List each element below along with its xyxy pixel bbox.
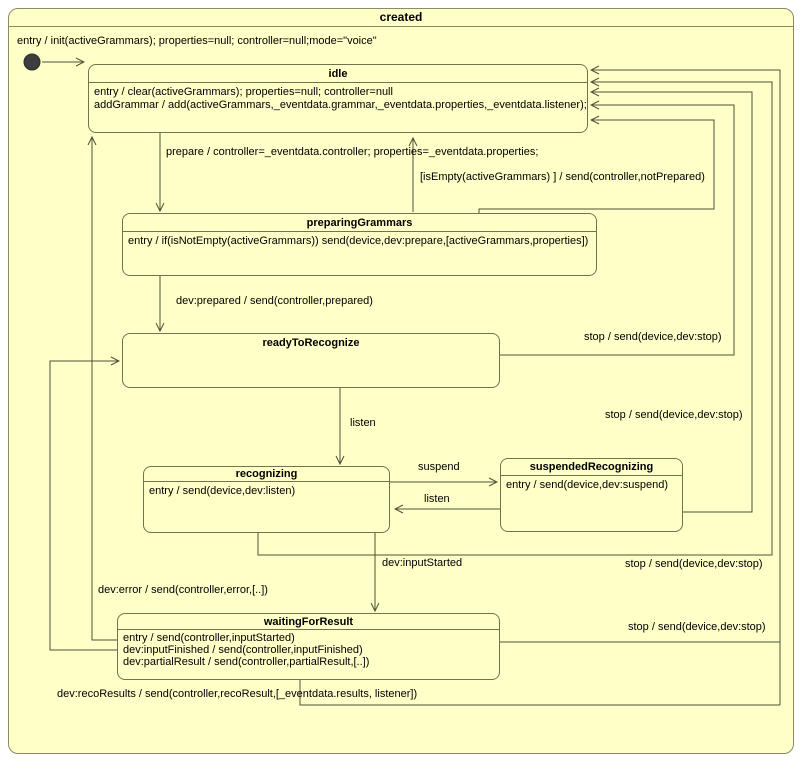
state-ready-to-recognize[interactable]: readyToRecognize [122, 333, 500, 388]
label-dev-error: dev:error / send(controller,error,[..]) [98, 584, 268, 596]
label-listen-resume: listen [424, 493, 450, 505]
state-idle[interactable]: idle entry / clear(activeGrammars); prop… [88, 64, 588, 133]
state-preparing-grammars-action-line: entry / if(isNotEmpty(activeGrammars)) s… [128, 235, 589, 247]
label-stop-suspended: stop / send(device,dev:stop) [605, 409, 743, 421]
initial-state-marker [23, 53, 41, 71]
transition-stop-ready [500, 105, 735, 356]
state-recognizing[interactable]: recognizing entry / send(device,dev:list… [143, 466, 390, 533]
state-created-title: created [9, 9, 793, 27]
transition-preparing-to-idle-loop [478, 120, 715, 213]
label-suspend: suspend [418, 461, 460, 473]
state-preparing-grammars-actions: entry / if(isNotEmpty(activeGrammars)) s… [123, 232, 596, 248]
state-suspended-recognizing[interactable]: suspendedRecognizing entry / send(device… [500, 458, 683, 532]
transition-stop-recognizing [257, 82, 773, 556]
transition-stop-waiting-trunk [591, 70, 781, 705]
state-idle-title: idle [89, 65, 587, 83]
state-recognizing-actions: entry / send(device,dev:listen) [144, 482, 389, 498]
state-idle-actions: entry / clear(activeGrammars); propertie… [89, 83, 587, 112]
state-waiting-for-result-action-line: dev:partialResult / send(controller,part… [123, 656, 370, 668]
state-suspended-recognizing-actions: entry / send(device,dev:suspend) [501, 476, 682, 492]
state-recognizing-title: recognizing [144, 467, 389, 482]
state-ready-to-recognize-title: readyToRecognize [262, 337, 360, 349]
state-idle-action-line: addGrammar / add(activeGrammars,_eventda… [94, 99, 587, 111]
label-prepare: prepare / controller=_eventdata.controll… [166, 146, 539, 158]
state-recognizing-action-line: entry / send(device,dev:listen) [149, 485, 296, 497]
transition-stop-suspended [591, 92, 753, 513]
state-preparing-grammars[interactable]: preparingGrammars entry / if(isNotEmpty(… [122, 213, 597, 276]
state-waiting-for-result-action-line: entry / send(controller,inputStarted) [123, 632, 295, 644]
state-preparing-grammars-title: preparingGrammars [123, 214, 596, 232]
state-waiting-for-result-actions: entry / send(controller,inputStarted) de… [118, 630, 499, 668]
label-stop-recognizing: stop / send(device,dev:stop) [625, 558, 763, 570]
state-waiting-for-result[interactable]: waitingForResult entry / send(controller… [117, 613, 500, 680]
label-isempty: [isEmpty(activeGrammars) ] / send(contro… [420, 171, 705, 183]
label-dev-reco-results: dev:recoResults / send(controller,recoRe… [57, 688, 418, 700]
transition-waiting-bottom-feeder [299, 680, 780, 706]
transition-dev-error [92, 137, 117, 641]
transition-dev-reco-results [49, 361, 119, 651]
state-waiting-for-result-action-line: dev:inputFinished / send(controller,inpu… [123, 644, 363, 656]
state-created-entry-action: entry / init(activeGrammars); properties… [17, 35, 377, 47]
state-suspended-recognizing-action-line: entry / send(device,dev:suspend) [506, 479, 669, 491]
label-listen: listen [350, 417, 376, 429]
state-suspended-recognizing-title: suspendedRecognizing [501, 459, 682, 476]
label-dev-input-started: dev:inputStarted [382, 557, 463, 569]
state-waiting-for-result-title: waitingForResult [118, 614, 499, 630]
state-idle-action-line: entry / clear(activeGrammars); propertie… [94, 86, 393, 98]
label-dev-prepared: dev:prepared / send(controller,prepared) [176, 295, 373, 307]
label-stop-ready: stop / send(device,dev:stop) [584, 331, 722, 343]
label-stop-waiting: stop / send(device,dev:stop) [628, 621, 766, 633]
